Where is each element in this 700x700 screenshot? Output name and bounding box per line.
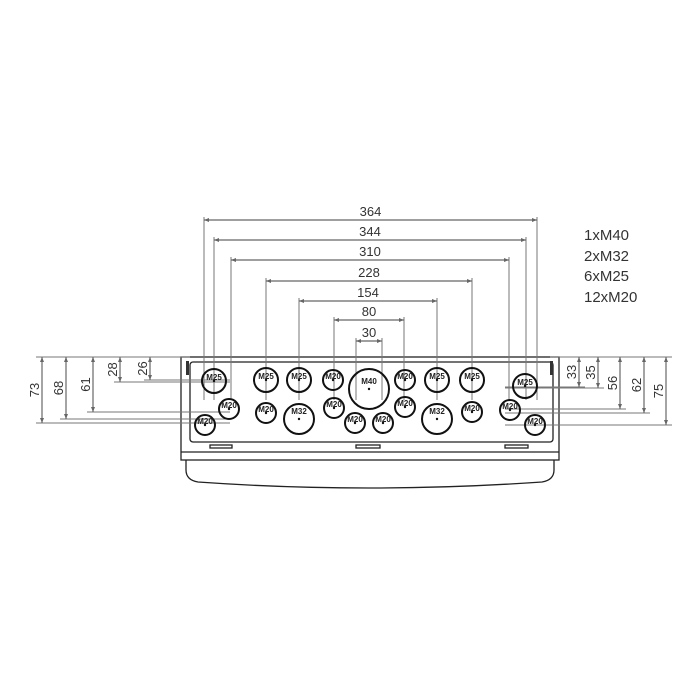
legend-item: 12xM20 (584, 289, 638, 307)
gland-label: M20 (326, 400, 342, 409)
cable-gland-m32 (421, 403, 453, 435)
cable-gland-m20 (322, 369, 344, 391)
cable-gland-m20 (255, 402, 277, 424)
gland-center (212, 379, 216, 383)
gland-center (264, 411, 268, 415)
dimension-label: 33 (564, 365, 579, 379)
gland-center (403, 405, 407, 409)
cable-gland-m20 (218, 398, 240, 420)
gland-label: M25 (291, 372, 307, 381)
dimension-label: 30 (362, 325, 376, 340)
dimension-line-arrows (148, 357, 152, 380)
latch-slot (209, 444, 233, 449)
gland-label: M20 (258, 405, 274, 414)
gland-center (435, 417, 439, 421)
cable-gland-m25 (424, 367, 450, 393)
dimension-label: 344 (359, 224, 381, 239)
gland-center (353, 421, 357, 425)
cable-gland-m25 (201, 368, 227, 394)
gland-center (470, 410, 474, 414)
cable-gland-m25 (253, 367, 279, 393)
gland-center (331, 378, 335, 382)
gland-label: M20 (527, 417, 543, 426)
gland-center (523, 384, 527, 388)
cable-gland-m40 (348, 368, 390, 410)
gland-label: M25 (258, 372, 274, 381)
gland-label: M20 (397, 399, 413, 408)
latch-slot (355, 444, 381, 449)
gland-label: M25 (464, 372, 480, 381)
dimension-label: 56 (605, 376, 620, 390)
gland-center (264, 378, 268, 382)
gland-label: M25 (517, 378, 533, 387)
gland-label: M20 (464, 404, 480, 413)
gland-label: M20 (502, 402, 518, 411)
gland-label: M20 (347, 415, 363, 424)
gland-label: M25 (429, 372, 445, 381)
dimension-label: 364 (360, 204, 382, 219)
gland-center (332, 406, 336, 410)
cable-gland-m20 (372, 412, 394, 434)
gland-label: M20 (197, 417, 213, 426)
dimension-label: 73 (27, 383, 42, 397)
legend-item: 2xM32 (584, 247, 630, 265)
gland-center (381, 421, 385, 425)
dimension-line-arrows (118, 357, 122, 382)
dimension-label: 62 (629, 378, 644, 392)
gland-legend: 1xM40 2xM32 6xM25 12xM20 (584, 226, 637, 309)
hinge-mark (550, 361, 553, 375)
gland-center (297, 378, 301, 382)
dimension-label: 154 (357, 285, 379, 300)
cable-gland-m20 (524, 414, 546, 436)
dimension-label: 35 (583, 365, 598, 379)
lid-outline (185, 460, 555, 489)
gland-label: M32 (291, 407, 307, 416)
cable-gland-m20 (461, 401, 483, 423)
dimension-label: 75 (651, 384, 666, 398)
cable-gland-m20 (394, 396, 416, 418)
cable-gland-m32 (283, 403, 315, 435)
dimension-label: 61 (78, 377, 93, 391)
dimension-label: 28 (105, 362, 120, 376)
legend-item: 6xM25 (584, 268, 630, 286)
gland-center (203, 423, 207, 427)
cable-gland-m25 (459, 367, 485, 393)
legend-item: 1xM40 (584, 227, 630, 244)
enclosure-inner-outline (189, 361, 554, 443)
gland-center (403, 378, 407, 382)
gland-center (435, 378, 439, 382)
latch-slot (504, 444, 529, 449)
dimension-label: 228 (358, 265, 380, 280)
gland-label: M20 (325, 372, 341, 381)
gland-label: M32 (429, 407, 445, 416)
gland-label: M40 (361, 377, 377, 386)
gland-center (508, 408, 512, 412)
gland-center (227, 407, 231, 411)
dimension-label: 310 (359, 244, 381, 259)
gland-center (297, 417, 301, 421)
gland-label: M25 (206, 373, 222, 382)
cable-gland-m20 (323, 397, 345, 419)
gland-label: M20 (221, 401, 237, 410)
cable-gland-m20 (344, 412, 366, 434)
cable-gland-m20 (499, 399, 521, 421)
cable-gland-m25 (512, 373, 538, 399)
gland-label: M20 (375, 415, 391, 424)
cable-gland-m20 (394, 369, 416, 391)
gland-center (533, 423, 537, 427)
dimension-label: 80 (362, 304, 376, 319)
gland-center (470, 378, 474, 382)
gland-label: M20 (397, 372, 413, 381)
dimension-label: 68 (51, 381, 66, 395)
cable-gland-m20 (194, 414, 216, 436)
hinge-mark (186, 361, 189, 375)
dimension-label: 26 (135, 361, 150, 375)
cable-gland-m25 (286, 367, 312, 393)
gland-center (367, 387, 371, 391)
